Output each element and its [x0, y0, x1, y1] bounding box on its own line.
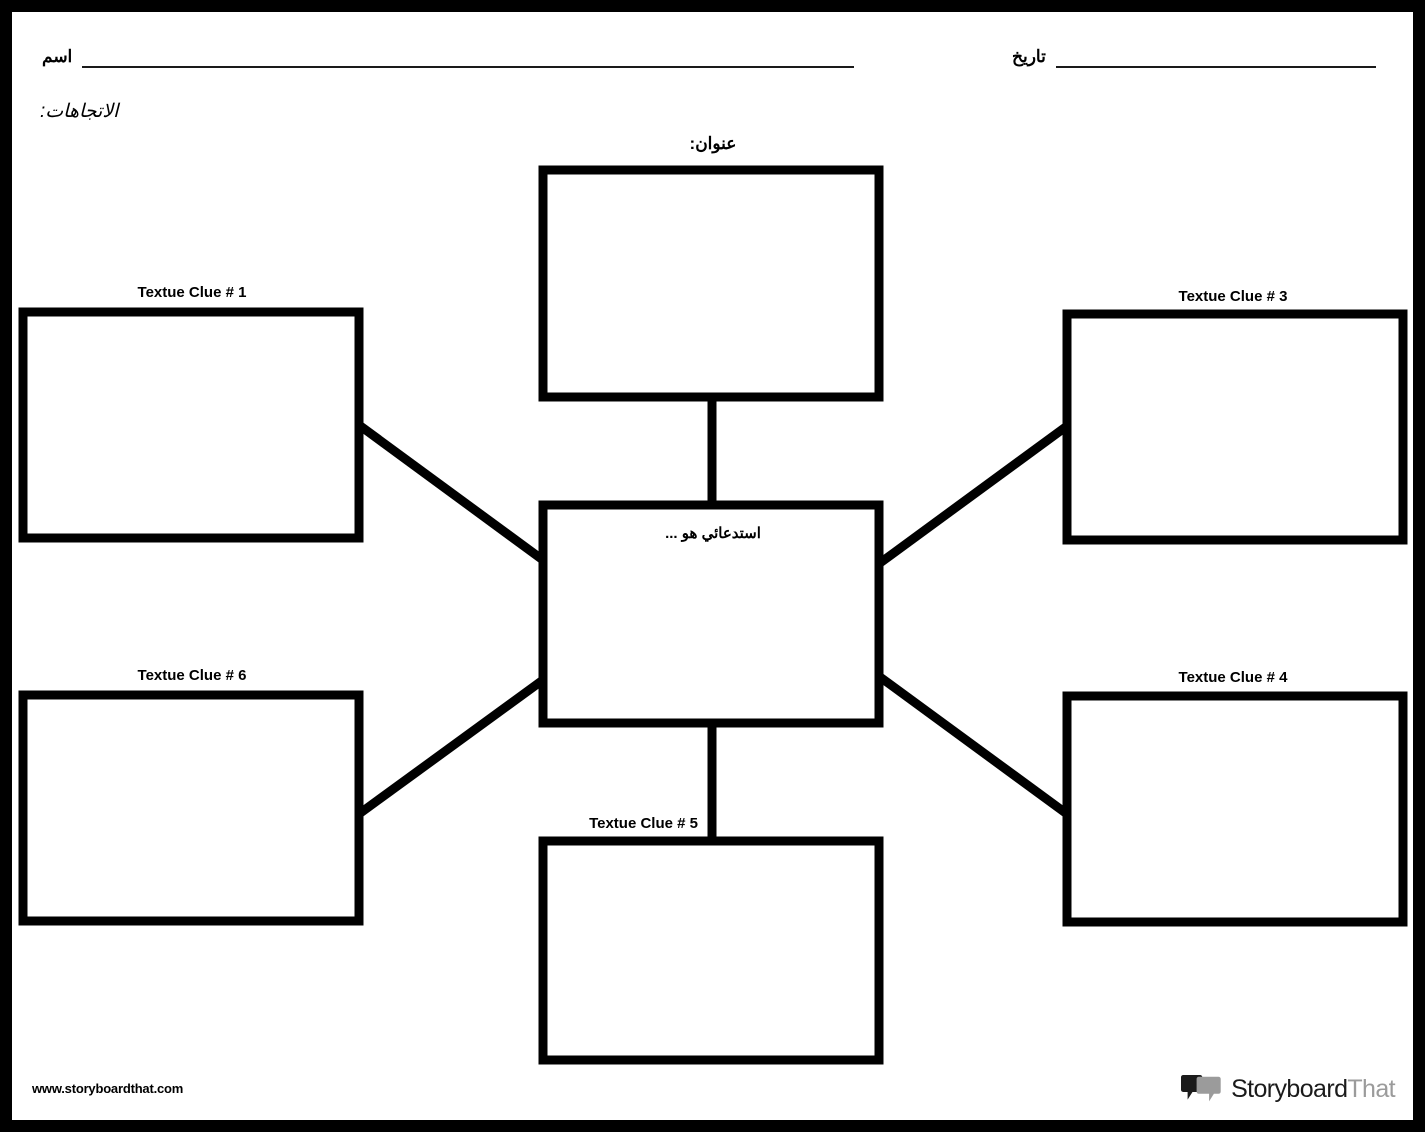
clue4-box[interactable] [1062, 691, 1408, 927]
title-box-label: عنوان: [689, 134, 737, 153]
center-box[interactable] [538, 500, 884, 728]
clue5-box-label: Textue Clue # 5 [589, 815, 698, 832]
character-web-diagram [18, 165, 1408, 1065]
date-label: تاريخ [1012, 47, 1046, 66]
clue4-box-label: Textue Clue # 4 [1178, 669, 1288, 686]
name-field[interactable]: اسم [42, 34, 855, 68]
worksheet-paper: اسم تاريخ الاتجاهات: [12, 12, 1413, 1120]
directions-label: الاتجاهات: [40, 101, 119, 122]
title-box[interactable] [538, 165, 884, 402]
name-label: اسم [42, 47, 73, 66]
date-field[interactable]: تاريخ [1012, 34, 1376, 68]
brand-primary: Storyboard [1231, 1074, 1348, 1103]
site-url: www.storyboardthat.com [32, 1081, 184, 1096]
connector-center-to-clue4 [877, 673, 1070, 818]
clue5-box[interactable] [538, 836, 884, 1065]
clue6-box[interactable] [18, 690, 364, 926]
clue1-box[interactable] [18, 307, 364, 543]
date-write-line[interactable] [1055, 66, 1376, 68]
connector-clue6-to-center [356, 673, 550, 818]
center-box-label: استدعائي هو ... [665, 525, 761, 542]
clue3-box-label: Textue Clue # 3 [1178, 288, 1288, 305]
clue3-box[interactable] [1062, 309, 1408, 545]
brand-secondary: That [1347, 1074, 1395, 1103]
speech-bubbles-icon [1181, 1075, 1221, 1102]
name-write-line[interactable] [82, 66, 855, 68]
connector-clue1-to-center [356, 421, 550, 567]
clue6-box-label: Textue Clue # 6 [137, 667, 247, 684]
clue1-box-label: Textue Clue # 1 [137, 284, 247, 301]
storyboardthat-logo: StoryboardThat [1180, 1074, 1396, 1104]
connector-center-to-clue3 [877, 422, 1070, 567]
brand-wordmark: StoryboardThat [1231, 1074, 1396, 1103]
